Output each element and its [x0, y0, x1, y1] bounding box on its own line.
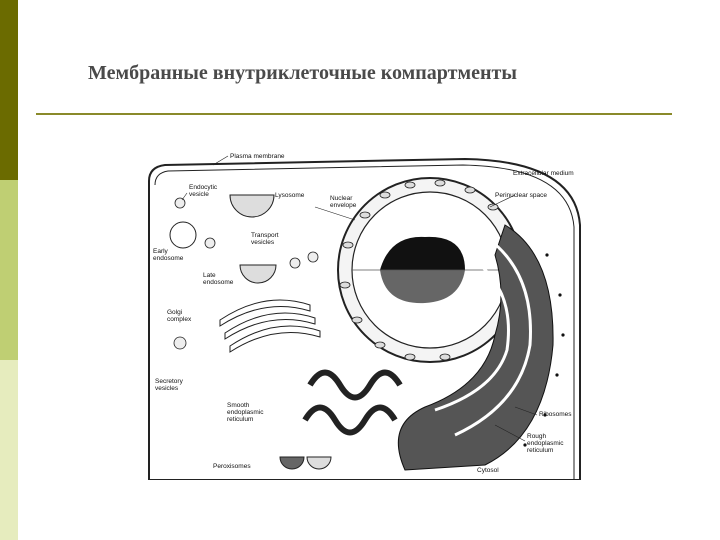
- sidebar-accent-mid: [0, 180, 18, 360]
- lysosome-shape: [229, 194, 275, 218]
- label-rough-er-3: reticulum: [527, 447, 553, 454]
- cell-compartments-diagram: Plasma membrane Endocytic vesicle Lysoso…: [148, 153, 581, 480]
- label-endocytic-vesicle-2: vesicle: [189, 191, 209, 198]
- label-perinuclear-space: Perinuclear space: [495, 192, 547, 199]
- peroxisome-shape: [279, 456, 305, 470]
- golgi-complex-shape: [219, 299, 321, 353]
- title-divider: [36, 113, 672, 115]
- label-rough-er-2: endoplasmic: [527, 440, 564, 447]
- label-endocytic-vesicle-1: Endocytic: [189, 184, 218, 191]
- early-endosome-shape: [169, 221, 197, 249]
- label-nuclear-envelope-1: Nuclear: [330, 195, 353, 202]
- label-lysosome: Lysosome: [275, 192, 305, 199]
- label-early-endosome-2: endosome: [153, 255, 184, 262]
- sidebar-accent-dark: [0, 0, 18, 180]
- label-extracellular-medium: Extracellular medium: [513, 170, 574, 177]
- smooth-er-shape: [302, 369, 403, 436]
- label-ribosomes: Ribosomes: [539, 411, 572, 418]
- slide-title: Мембранные внутриклеточные компартменты: [88, 62, 517, 84]
- late-endosome-shape: [239, 264, 277, 284]
- sidebar-accent-light: [0, 360, 18, 540]
- label-golgi-complex-1: Golgi: [167, 309, 182, 316]
- label-early-endosome-1: Early: [153, 248, 169, 255]
- nucleus-shape: [337, 177, 523, 363]
- label-smooth-er-1: Smooth: [227, 402, 250, 409]
- label-late-endosome-1: Late: [203, 272, 216, 279]
- label-smooth-er-2: endoplasmic: [227, 409, 264, 416]
- label-rough-er-1: Rough: [527, 433, 547, 440]
- label-late-endosome-2: endosome: [203, 279, 234, 286]
- plasma-membrane-shape: [148, 157, 581, 480]
- endocytic-vesicle-shape: [174, 197, 186, 209]
- label-cytosol: Cytosol: [477, 467, 499, 474]
- label-nuclear-envelope-2: envelope: [330, 202, 357, 209]
- label-secretory-vesicles-2: vesicles: [155, 385, 179, 392]
- label-secretory-vesicles-1: Secretory: [155, 378, 184, 385]
- label-peroxisomes: Peroxisomes: [213, 463, 251, 470]
- label-plasma-membrane: Plasma membrane: [230, 153, 285, 160]
- label-transport-vesicles-2: vesicles: [251, 239, 275, 246]
- transport-vesicle-shape: [289, 257, 301, 269]
- label-smooth-er-3: reticulum: [227, 416, 253, 423]
- label-transport-vesicles-1: Transport: [251, 232, 279, 239]
- secretory-vesicle-shape: [173, 336, 187, 350]
- label-golgi-complex-2: complex: [167, 316, 192, 323]
